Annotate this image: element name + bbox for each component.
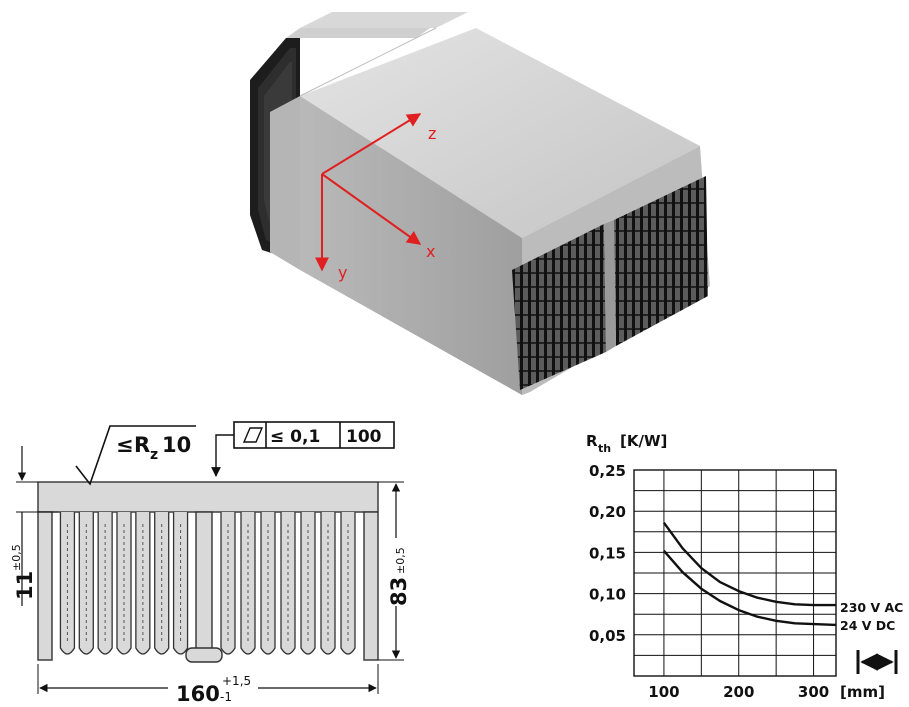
height-dimension-value: 83 (387, 577, 411, 606)
chart-y-ticks: 0,05 0,10 0,15 0,20 0,25 (589, 462, 626, 645)
x-tick-label: 200 (723, 683, 754, 701)
fin-3 (97, 512, 113, 655)
width-tol-lower: -1 (220, 690, 232, 704)
width-tol-upper: +1,5 (222, 674, 251, 688)
rth-chart: R th [K/W] 0,05 0,10 0,15 0,20 0,25 100 200 30… (586, 432, 903, 701)
flatness-value: ≤ 0,1 (270, 427, 320, 447)
series-label-1: 230 V AC (840, 600, 903, 615)
cover-plate-side (270, 96, 300, 270)
ylabel-sub: th (598, 442, 611, 455)
profile-drawing: ≤ R z 10 ≤ 0,1 100 11 ±0,5 (10, 421, 411, 706)
roughness-value: 10 (162, 433, 191, 457)
fin-8 (220, 512, 236, 655)
x-axis-label: x (426, 242, 435, 261)
roughness-r: R (134, 433, 150, 457)
y-tick-label: 0,05 (589, 627, 626, 645)
fin-2 (78, 512, 94, 655)
heatsink-product-image (250, 12, 710, 395)
z-axis-label: z (428, 124, 436, 143)
dimension-arrow-icon (856, 650, 898, 674)
flatness-tolerance-frame: ≤ 0,1 100 (211, 421, 395, 477)
base-plate (37, 481, 379, 513)
xlabel-unit: [mm] (840, 683, 885, 701)
fin-12 (300, 512, 316, 655)
ylabel-r: R (586, 432, 598, 450)
fins-right-group (614, 176, 708, 346)
fin-9 (240, 512, 256, 655)
fin-4 (116, 512, 132, 655)
x-tick-label: 300 (798, 683, 829, 701)
fins-left-group (512, 224, 606, 390)
fin-1 (59, 512, 76, 655)
fin-5 (135, 512, 151, 655)
fan-top (286, 28, 430, 38)
y-tick-label: 0,15 (589, 544, 626, 562)
base-dimension-value: 11 (13, 571, 37, 600)
surface-roughness-symbol: ≤ R z 10 (75, 425, 196, 486)
fin-13 (320, 512, 336, 655)
height-dimension-tol: ±0,5 (394, 547, 407, 574)
left-wall (37, 511, 53, 661)
roughness-sub: z (150, 447, 158, 463)
series-line-2 (662, 550, 837, 627)
x-tick-label: 100 (648, 683, 679, 701)
flatness-length: 100 (346, 427, 382, 447)
y-axis-label: y (338, 263, 347, 282)
z-axis-arrow (321, 113, 422, 175)
y-tick-label: 0,25 (589, 462, 626, 480)
y-tick-label: 0,10 (589, 586, 626, 604)
width-dimension: 160 +1,5 -1 (37, 664, 379, 706)
series-label-2: 24 V DC (840, 618, 895, 633)
coordinate-axes: z x y (315, 113, 436, 282)
fin-14 (340, 512, 356, 655)
height-dimension: 83 ±0,5 (378, 481, 411, 661)
chart-series-labels: 230 V AC 24 V DC (840, 600, 903, 633)
chart-x-ticks: 100 200 300 (648, 683, 829, 701)
chart-grid (633, 469, 837, 677)
flatness-icon (242, 427, 264, 443)
series-line-1 (662, 521, 836, 607)
cover-plate-top (300, 12, 468, 28)
width-dimension-value: 160 (176, 682, 220, 706)
fin-11 (280, 512, 296, 655)
y-tick-label: 0,20 (589, 503, 626, 521)
heatsink-side-face (300, 96, 522, 395)
right-wall (363, 511, 379, 661)
x-axis-arrow (321, 173, 422, 245)
fin-array (59, 512, 356, 655)
roughness-le: ≤ (116, 433, 134, 457)
fin-7 (172, 512, 189, 655)
heatsink-top-face (300, 28, 700, 238)
center-web (195, 511, 213, 653)
chart-series (662, 521, 837, 627)
fin-10 (260, 512, 276, 655)
chart-ylabel: R th [K/W] (586, 432, 667, 455)
fin-6 (154, 512, 170, 655)
ylabel-unit: [K/W] (620, 432, 667, 450)
base-thickness-dimension: 11 ±0,5 (10, 446, 58, 606)
base-dimension-tol: ±0,5 (10, 544, 23, 571)
